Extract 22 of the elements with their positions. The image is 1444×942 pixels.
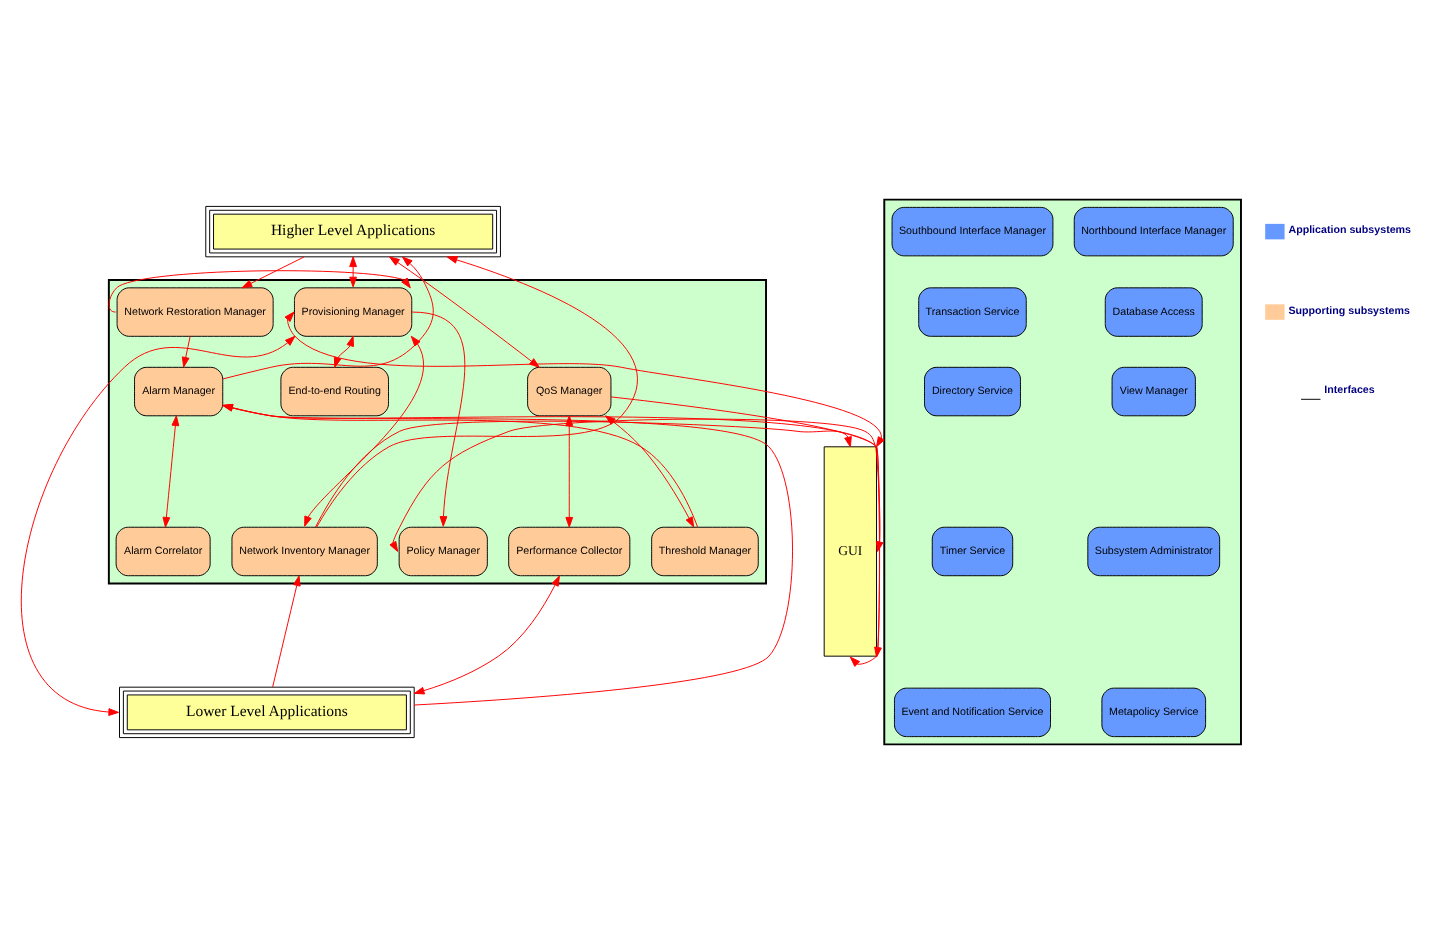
arrow bbox=[389, 417, 884, 551]
arrow bbox=[222, 404, 882, 657]
arrow bbox=[333, 334, 354, 367]
arrow bbox=[349, 255, 357, 287]
arrow bbox=[304, 334, 424, 526]
arrow bbox=[604, 414, 695, 527]
arrow bbox=[272, 574, 301, 687]
arrow bbox=[222, 255, 434, 379]
arrow bbox=[181, 334, 191, 367]
arrow bbox=[21, 334, 296, 715]
arrow bbox=[222, 402, 699, 527]
arrow bbox=[610, 395, 880, 666]
arrow bbox=[413, 574, 560, 694]
arrow bbox=[162, 414, 180, 527]
arrow bbox=[316, 255, 638, 527]
arrow bbox=[284, 310, 885, 447]
arrow bbox=[222, 403, 793, 705]
cluster bbox=[883, 197, 1242, 745]
arrow bbox=[241, 255, 305, 288]
arrow bbox=[315, 419, 852, 527]
arrow bbox=[108, 269, 411, 312]
arrow bbox=[411, 310, 466, 526]
